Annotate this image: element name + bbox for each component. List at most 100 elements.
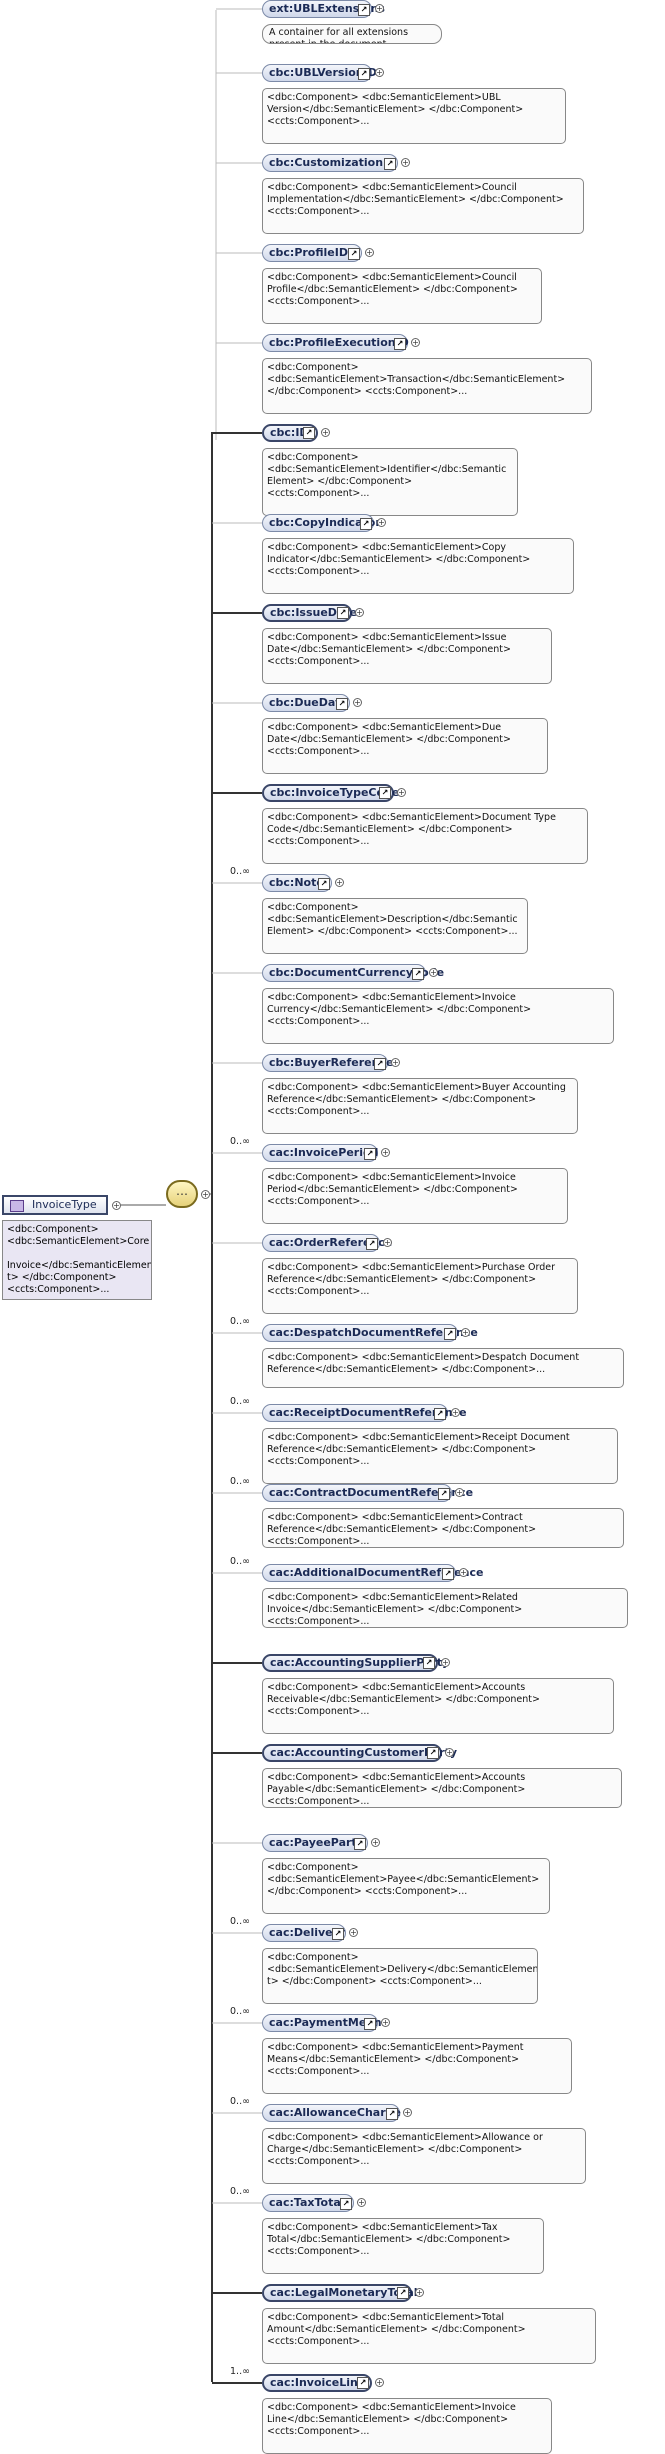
element-label: cbc:CopyIndicator	[269, 516, 381, 529]
type-link-icon[interactable]: ↗	[337, 607, 349, 619]
element-node[interactable]: cbc:Note↗	[262, 874, 332, 892]
type-link-icon[interactable]: ↗	[366, 1238, 378, 1250]
expand-icon[interactable]: +	[455, 1488, 464, 1497]
element-documentation: <dbc:Component> <dbc:SemanticElement>Ide…	[262, 448, 518, 516]
element-node[interactable]: cac:AccountingCustomerParty↗	[262, 1744, 457, 1762]
type-link-icon[interactable]: ↗	[412, 968, 424, 980]
type-link-icon[interactable]: ↗	[303, 427, 315, 439]
element-node[interactable]: cbc:IssueDate↗	[262, 604, 357, 622]
element-node[interactable]: cbc:DocumentCurrencyCode↗	[262, 964, 444, 982]
expand-icon[interactable]: +	[401, 158, 410, 167]
type-link-icon[interactable]: ↗	[354, 1838, 366, 1850]
type-link-icon[interactable]: ↗	[438, 1488, 450, 1500]
expand-icon[interactable]: +	[349, 1928, 358, 1937]
expand-icon[interactable]: +	[461, 1328, 470, 1337]
element-documentation: A container for all extensions present i…	[262, 24, 442, 44]
type-link-icon[interactable]: ↗	[364, 1148, 376, 1160]
element-label: cac:InvoicePeriod	[269, 1146, 379, 1159]
element-label: cbc:InvoiceTypeCode	[270, 786, 400, 799]
element-node[interactable]: cac:InvoicePeriod↗	[262, 1144, 378, 1162]
type-link-icon[interactable]: ↗	[374, 1058, 386, 1070]
element-documentation: <dbc:Component> <dbc:SemanticElement>Acc…	[262, 1768, 622, 1808]
expand-icon[interactable]: +	[375, 2378, 384, 2387]
element-node[interactable]: cac:InvoiceLine↗	[262, 2374, 372, 2392]
expand-icon[interactable]: +	[377, 518, 386, 527]
root-expand-icon[interactable]: +	[112, 1201, 121, 1210]
expand-icon[interactable]: +	[335, 878, 344, 887]
type-link-icon[interactable]: ↗	[394, 338, 406, 350]
multiplicity-label: 0..∞	[230, 1316, 250, 1327]
expand-icon[interactable]: +	[403, 2108, 412, 2117]
element-documentation: <dbc:Component> <dbc:SemanticElement>Pur…	[262, 1258, 578, 1314]
type-link-icon[interactable]: ↗	[386, 2108, 398, 2120]
expand-icon[interactable]: +	[365, 248, 374, 257]
expand-icon[interactable]: +	[375, 68, 384, 77]
expand-icon[interactable]: +	[381, 2018, 390, 2027]
type-link-icon[interactable]: ↗	[358, 4, 370, 16]
element-node[interactable]: cac:ReceiptDocumentReference↗	[262, 1404, 467, 1422]
expand-icon[interactable]: +	[383, 1238, 392, 1247]
element-node[interactable]: cbc:InvoiceTypeCode↗	[262, 784, 399, 802]
root-type-node[interactable]: InvoiceType	[2, 1195, 108, 1215]
expand-icon[interactable]: +	[353, 698, 362, 707]
expand-icon[interactable]: +	[375, 4, 384, 13]
expand-icon[interactable]: +	[445, 1748, 454, 1757]
element-node[interactable]: cac:PaymentMeans↗	[262, 2014, 388, 2032]
expand-icon[interactable]: +	[441, 1658, 450, 1667]
element-node[interactable]: ext:UBLExtensions↗	[262, 0, 385, 18]
expand-icon[interactable]: +	[381, 1148, 390, 1157]
element-node[interactable]: cbc:ProfileExecutionID↗	[262, 334, 409, 352]
type-link-icon[interactable]: ↗	[434, 1408, 446, 1420]
type-link-icon[interactable]: ↗	[360, 518, 372, 530]
element-node[interactable]: cac:Delivery↗	[262, 1924, 346, 1942]
element-node[interactable]: cac:AdditionalDocumentReference↗	[262, 1564, 483, 1582]
element-node[interactable]: cac:AllowanceCharge↗	[262, 2104, 401, 2122]
type-link-icon[interactable]: ↗	[444, 1328, 456, 1340]
type-link-icon[interactable]: ↗	[379, 787, 391, 799]
type-link-icon[interactable]: ↗	[442, 1568, 454, 1580]
element-node[interactable]: cbc:ProfileID↗	[262, 244, 362, 262]
element-node[interactable]: cbc:CustomizationID↗	[262, 154, 398, 172]
expand-icon[interactable]: +	[321, 428, 330, 437]
type-link-icon[interactable]: ↗	[357, 2377, 369, 2389]
element-documentation: <dbc:Component> <dbc:SemanticElement>Due…	[262, 718, 548, 774]
element-label: cac:DespatchDocumentReference	[269, 1326, 478, 1339]
type-link-icon[interactable]: ↗	[332, 1928, 344, 1940]
sequence-compositor-icon[interactable]: ⋯	[166, 1180, 198, 1208]
type-link-icon[interactable]: ↗	[397, 2287, 409, 2299]
expand-icon[interactable]: +	[357, 2198, 366, 2207]
element-node[interactable]: cac:TaxTotal↗	[262, 2194, 354, 2212]
element-node[interactable]: cac:OrderReference↗	[262, 1234, 392, 1252]
element-node[interactable]: cac:PayeeParty↗	[262, 1834, 368, 1852]
expand-icon[interactable]: +	[397, 788, 406, 797]
element-node[interactable]: cbc:DueDate↗	[262, 694, 350, 712]
expand-icon[interactable]: +	[459, 1568, 468, 1577]
sequence-expand-icon[interactable]: +	[201, 1190, 210, 1199]
type-link-icon[interactable]: ↗	[384, 158, 396, 170]
expand-icon[interactable]: +	[371, 1838, 380, 1847]
element-documentation: <dbc:Component> <dbc:SemanticElement>Inv…	[262, 988, 614, 1044]
expand-icon[interactable]: +	[355, 608, 364, 617]
element-node[interactable]: cac:DespatchDocumentReference↗	[262, 1324, 478, 1342]
type-link-icon[interactable]: ↗	[336, 698, 348, 710]
complex-type-icon	[10, 1200, 24, 1212]
element-node[interactable]: cbc:ID↗	[262, 424, 318, 442]
element-node[interactable]: cac:ContractDocumentReference↗	[262, 1484, 473, 1502]
type-link-icon[interactable]: ↗	[364, 2018, 376, 2030]
element-node[interactable]: cbc:CopyIndicator↗	[262, 514, 381, 532]
element-node[interactable]: cbc:BuyerReference↗	[262, 1054, 393, 1072]
type-link-icon[interactable]: ↗	[348, 248, 360, 260]
type-link-icon[interactable]: ↗	[340, 2198, 352, 2210]
expand-icon[interactable]: +	[411, 338, 420, 347]
element-node[interactable]: cac:LegalMonetaryTotal↗	[262, 2284, 418, 2302]
expand-icon[interactable]: +	[415, 2288, 424, 2297]
type-link-icon[interactable]: ↗	[318, 878, 330, 890]
expand-icon[interactable]: +	[429, 968, 438, 977]
element-node[interactable]: cbc:UBLVersionID↗	[262, 64, 377, 82]
type-link-icon[interactable]: ↗	[358, 68, 370, 80]
expand-icon[interactable]: +	[391, 1058, 400, 1067]
expand-icon[interactable]: +	[451, 1408, 460, 1417]
element-node[interactable]: cac:AccountingSupplierParty↗	[262, 1654, 449, 1672]
type-link-icon[interactable]: ↗	[427, 1747, 439, 1759]
type-link-icon[interactable]: ↗	[423, 1657, 435, 1669]
